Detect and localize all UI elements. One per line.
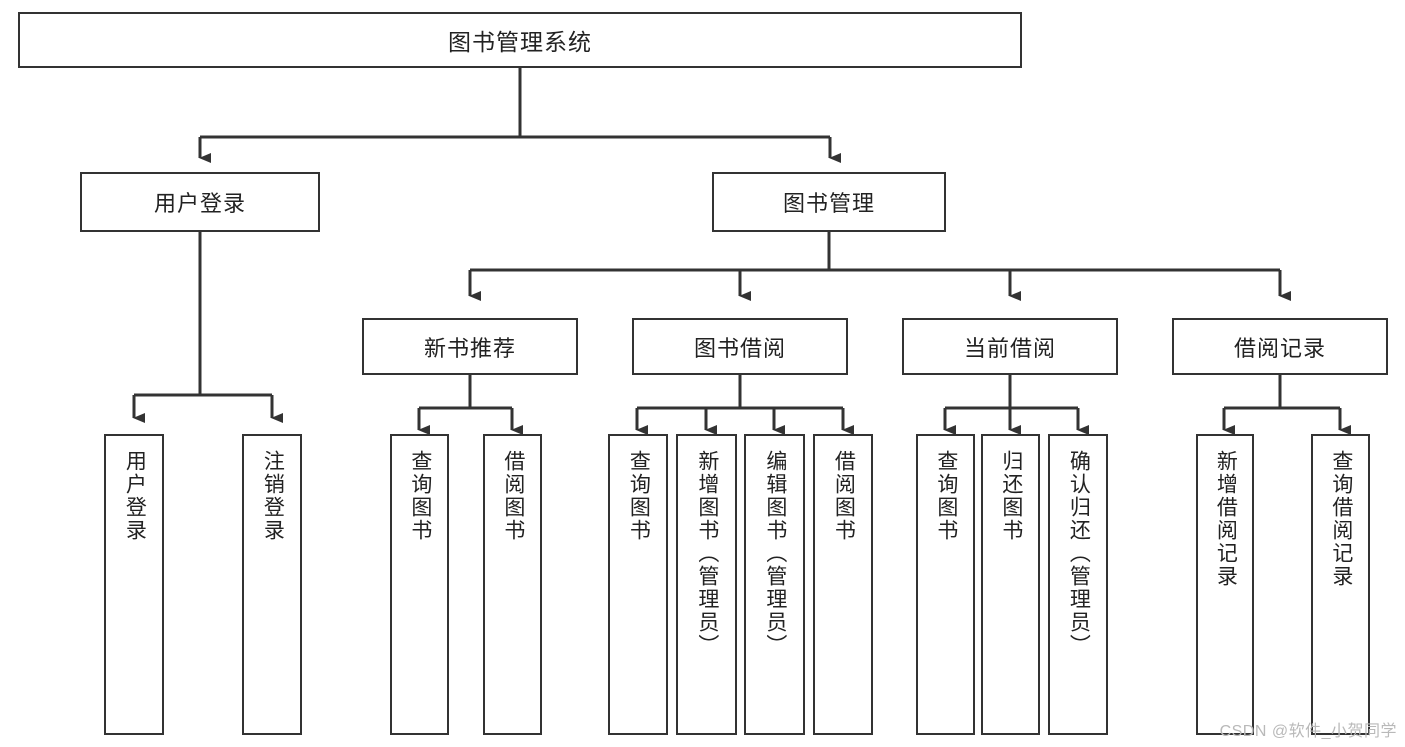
leaf-current-query-book[interactable]: 查询图书	[916, 434, 975, 735]
leaf-record-add-borrow-record[interactable]: 新增借阅记录	[1196, 434, 1254, 735]
leaf-current-confirm-return-admin[interactable]: 确认归还（管理员）	[1048, 434, 1108, 735]
node-book-management[interactable]: 图书管理	[712, 172, 946, 232]
node-book-borrow[interactable]: 图书借阅	[632, 318, 848, 375]
leaf-current-return-book[interactable]: 归还图书	[981, 434, 1040, 735]
leaf-record-query-borrow-record[interactable]: 查询借阅记录	[1311, 434, 1370, 735]
node-user-login[interactable]: 用户登录	[80, 172, 320, 232]
node-borrow-record[interactable]: 借阅记录	[1172, 318, 1388, 375]
leaf-user-login[interactable]: 用户登录	[104, 434, 164, 735]
leaf-recommend-query-book[interactable]: 查询图书	[390, 434, 449, 735]
leaf-borrow-query-book[interactable]: 查询图书	[608, 434, 668, 735]
node-new-book-recommend[interactable]: 新书推荐	[362, 318, 578, 375]
node-root-book-management-system[interactable]: 图书管理系统	[18, 12, 1022, 68]
watermark-text: CSDN @软件_小贺同学	[1219, 723, 1397, 740]
leaf-user-logout[interactable]: 注销登录	[242, 434, 302, 735]
leaf-borrow-borrow-book[interactable]: 借阅图书	[813, 434, 873, 735]
node-current-borrow[interactable]: 当前借阅	[902, 318, 1118, 375]
leaf-borrow-edit-book-admin[interactable]: 编辑图书（管理员）	[744, 434, 805, 735]
leaf-recommend-borrow-book[interactable]: 借阅图书	[483, 434, 542, 735]
leaf-borrow-add-book-admin[interactable]: 新增图书（管理员）	[676, 434, 737, 735]
